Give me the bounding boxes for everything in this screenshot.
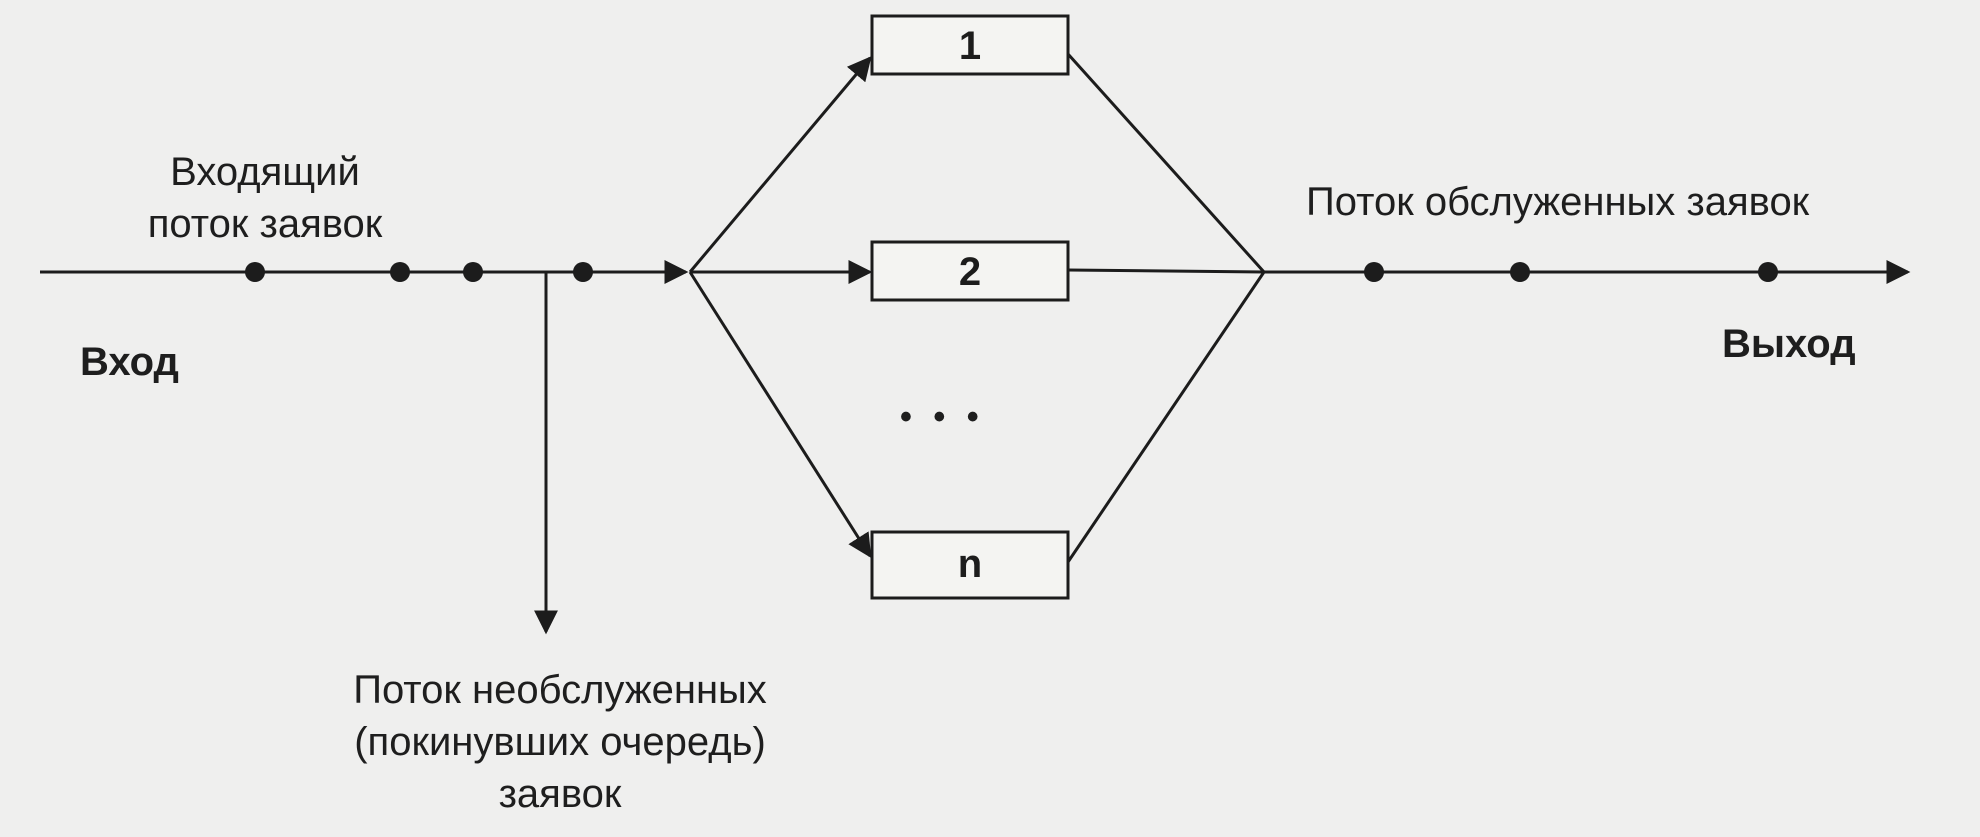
served-request-dot <box>1758 262 1778 282</box>
unserved-flow-label: Поток необслуженных (покинувших очередь)… <box>300 664 820 820</box>
channel-box-1 <box>870 14 1070 76</box>
served-request-dot <box>1510 262 1530 282</box>
fanin-line-1 <box>1066 52 1266 274</box>
request-dot <box>573 262 593 282</box>
fanout-line-n <box>688 271 872 559</box>
request-dot <box>245 262 265 282</box>
incoming-flow-label-line2: поток заявок <box>147 202 383 246</box>
served-flow-label: Поток обслуженных заявок <box>1306 180 1810 224</box>
unserved-flow-label-line2: (покинувших очередь) <box>354 720 766 764</box>
incoming-flow-label-line1: Входящий <box>170 150 360 194</box>
request-dot <box>463 262 483 282</box>
incoming-flow-label: Входящий поток заявок <box>120 146 410 250</box>
channels-ellipsis: • • • <box>900 398 985 436</box>
channel-label-1: 1 <box>958 24 982 68</box>
channel-label-n: n <box>957 542 983 586</box>
unserved-flow-label-line3: заявок <box>498 772 622 816</box>
channel-box-2 <box>870 240 1070 302</box>
fanout-line-1 <box>688 56 872 273</box>
served-request-dot <box>1364 262 1384 282</box>
request-dot <box>390 262 410 282</box>
channel-box-n <box>870 530 1070 600</box>
fanin-line-2 <box>1067 268 1265 274</box>
unserved-flow-label-line1: Поток необслуженных <box>353 668 767 712</box>
channel-label-2: 2 <box>958 250 982 294</box>
fanin-line-n <box>1066 271 1266 563</box>
output-label: Выход <box>1722 322 1856 366</box>
input-label: Вход <box>80 340 179 384</box>
